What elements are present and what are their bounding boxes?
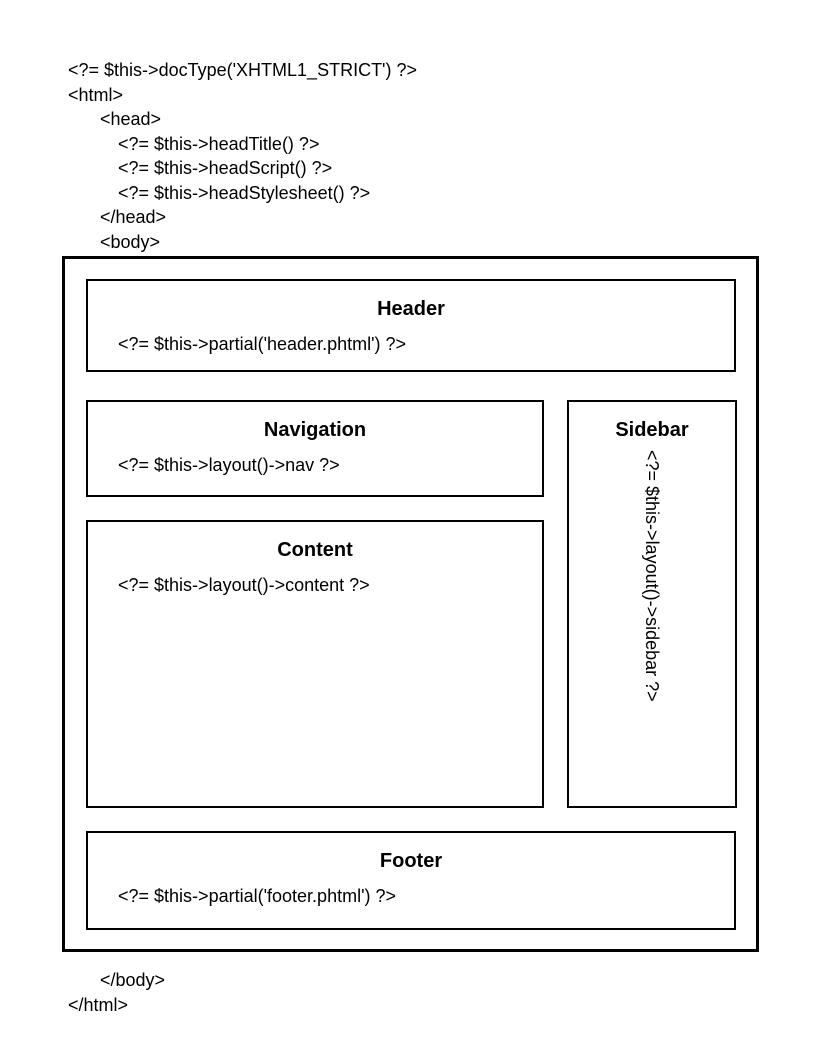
header-box-code: <?= $this->partial('header.phtml') ?>	[118, 334, 407, 354]
code-line-body-close: </body>	[100, 970, 166, 990]
code-line-doctype: <?= $this->docType('XHTML1_STRICT') ?>	[68, 60, 418, 80]
code-line-head-stylesheet: <?= $this->headStylesheet() ?>	[118, 182, 371, 203]
header-box-title: Header	[377, 298, 445, 320]
navigation-box-code: <?= $this->layout()->nav ?>	[118, 455, 340, 475]
body-container-box: Header <?= $this->partial('header.phtml'…	[62, 256, 759, 952]
footer-box-code: <?= $this->partial('footer.phtml') ?>	[118, 886, 397, 906]
navigation-box: Navigation <?= $this->layout()->nav ?>	[86, 400, 544, 497]
code-line-body-open: <body>	[100, 231, 161, 252]
code-line-head-open: <head>	[100, 109, 162, 129]
footer-box: Footer <?= $this->partial('footer.phtml'…	[86, 831, 736, 930]
code-line-html-close: </html>	[68, 994, 129, 1015]
code-line-head-close: </head>	[100, 207, 167, 227]
sidebar-box: Sidebar <?= $this->layout()->sidebar ?>	[567, 400, 737, 808]
navigation-box-title: Navigation	[263, 419, 367, 441]
top-code-block: <?= $this->docType('XHTML1_STRICT') ?> <…	[68, 58, 417, 254]
content-box-code: <?= $this->layout()->content ?>	[118, 575, 370, 595]
code-line-html-open: <html>	[68, 84, 124, 105]
content-box: Content <?= $this->layout()->content ?>	[86, 520, 544, 808]
footer-box-title: Footer	[379, 850, 443, 872]
bottom-code-block: </body> </html>	[68, 968, 165, 1017]
code-line-head-script: <?= $this->headScript() ?>	[118, 158, 333, 178]
sidebar-box-code: <?= $this->layout()->sidebar ?>	[642, 450, 662, 702]
content-box-title: Content	[277, 539, 353, 561]
sidebar-box-title: Sidebar	[615, 419, 689, 441]
code-line-head-title: <?= $this->headTitle() ?>	[118, 133, 320, 154]
header-box: Header <?= $this->partial('header.phtml'…	[86, 279, 736, 372]
